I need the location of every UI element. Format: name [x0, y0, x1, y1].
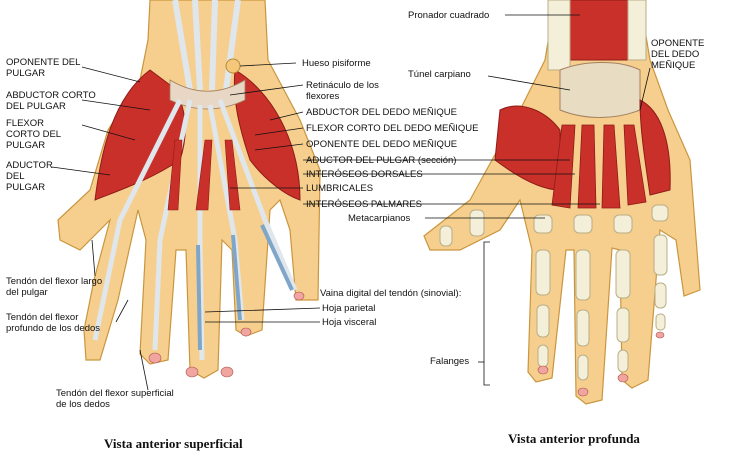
finger-bones — [439, 204, 669, 381]
label-tendon-flexor-profundo: Tendón del flexor profundo de los dedos — [6, 312, 101, 334]
hypothenar-muscles — [233, 69, 301, 201]
right-fingernails — [537, 331, 665, 397]
label-hoja-visceral: Hoja visceral — [322, 317, 377, 328]
label-aductor-pulgar-seccion: ADUCTOR DEL PULGAR (sección) — [306, 155, 457, 166]
interosseous-muscles — [551, 124, 647, 209]
label-abductor-menique: ABDUCTOR DEL DEDO MEÑIQUE — [306, 107, 457, 118]
label-retinaculo: Retináculo de los flexores — [306, 80, 379, 102]
forearm-tendons — [172, 0, 241, 91]
label-falanges: Falanges — [430, 356, 470, 367]
pisiform-bone — [225, 58, 241, 74]
label-lumbricales: LUMBRICALES — [306, 183, 374, 194]
label-oponente-menique-right: OPONENTE DEL DEDO MEÑIQUE — [651, 38, 705, 71]
synovial-sheaths — [196, 224, 294, 351]
label-metacarpianos: Metacarpianos — [348, 213, 411, 224]
label-vaina-digital: Vaina digital del tendón (sinovial): — [320, 288, 462, 299]
label-abductor-corto-pulgar: ABDUCTOR CORTO DEL PULGAR — [6, 90, 96, 112]
caption-left: Vista anterior superficial — [104, 436, 243, 451]
label-hueso-pisiforme: Hueso pisiforme — [302, 58, 371, 69]
label-pronador-cuadrado: Pronador cuadrado — [408, 10, 490, 21]
right-hand — [423, 0, 701, 405]
carpal-tunnel — [559, 62, 641, 118]
left-hand — [57, 0, 321, 379]
left-fingernails — [148, 291, 305, 378]
ulna-bone — [627, 0, 647, 61]
label-tendon-flexor-largo: Tendón del flexor largo del pulgar — [6, 276, 103, 298]
label-aductor-pulgar: ADUCTOR DEL PULGAR — [6, 160, 53, 193]
hypothenar-opponens — [639, 99, 671, 196]
label-interoseos-palmares: INTERÓSEOS PALMARES — [306, 199, 422, 210]
radius-bone — [547, 0, 571, 71]
thenar-muscles — [94, 69, 186, 201]
label-flexor-corto-pulgar: FLEXOR CORTO DEL PULGAR — [6, 118, 61, 151]
label-oponente-menique: OPONENTE DEL DEDO MEÑIQUE — [306, 139, 458, 150]
label-tunel-carpiano: Túnel carpiano — [408, 69, 471, 80]
label-tendon-flexor-superficial: Tendón del flexor superficial de los ded… — [56, 388, 174, 410]
lumbrical-muscles — [167, 139, 241, 211]
leader-lines — [51, 14, 651, 391]
label-interoseos-dorsales: INTERÓSEOS DORSALES — [306, 169, 423, 180]
label-hoja-parietal: Hoja parietal — [322, 303, 376, 314]
label-flexor-corto-menique: FLEXOR CORTO DEL DEDO MEÑIQUE — [306, 123, 479, 134]
label-oponente-pulgar: OPONENTE DEL PULGAR — [6, 57, 81, 79]
caption-right: Vista anterior profunda — [508, 431, 640, 446]
